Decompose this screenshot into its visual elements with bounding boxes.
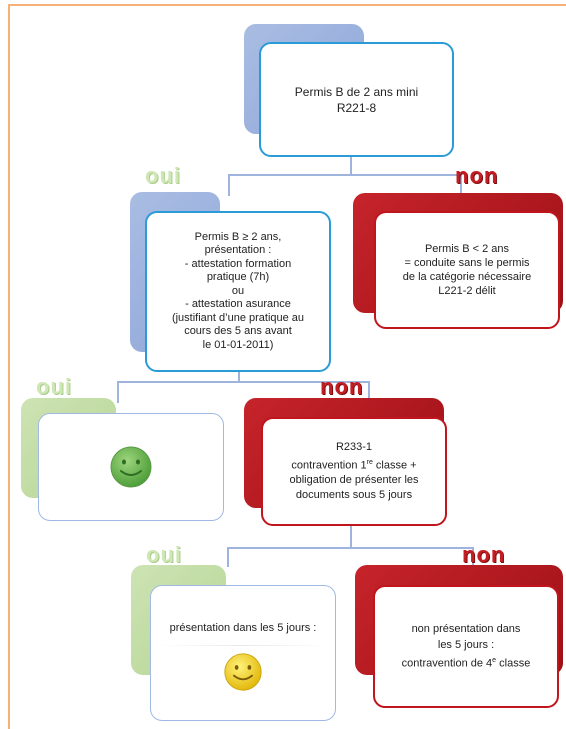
- connector-level1-left-drop: [228, 174, 230, 196]
- connector-level2-left-drop: [117, 381, 119, 403]
- level1-oui-line2: présentation :: [204, 244, 272, 257]
- level1-oui-line3: - attestation formation: [184, 257, 292, 270]
- level1-oui-line1: Permis B ≥ 2 ans,: [194, 230, 282, 243]
- level1-oui-line6: - attestation asurance: [185, 298, 291, 311]
- level3-oui-text: présentation dans les 5 jours :: [169, 621, 317, 634]
- label-oui-level2: oui: [36, 374, 72, 399]
- label-non-level1: non: [455, 163, 499, 188]
- connector-level2-right-drop: [368, 381, 370, 403]
- connector-level1-stem: [238, 372, 240, 382]
- level3-non-line3-sup: e: [492, 657, 497, 665]
- root-node-line1: Permis B de 2 ans mini: [294, 84, 419, 99]
- connector-level1-horizontal: [228, 174, 462, 176]
- level3-oui-divider: [157, 644, 329, 646]
- level1-non-line1: Permis B < 2 ans: [424, 243, 510, 255]
- level1-oui-line7: (justifiant d’une pratique au: [171, 311, 305, 324]
- level1-oui-line8: cours des 5 ans avant: [184, 325, 292, 338]
- level2-non-line4: documents sous 5 jours: [295, 489, 413, 502]
- level3-oui-node: présentation dans les 5 jours :: [150, 585, 336, 721]
- connector-level1-right-drop: [460, 174, 462, 196]
- connector-level3-right-drop: [472, 547, 474, 567]
- connector-root-stem: [350, 157, 352, 175]
- level1-non-node: Permis B < 2 ans = conduite sans le perm…: [374, 211, 560, 329]
- label-oui-level3: oui: [146, 542, 182, 567]
- frame-left-border: [8, 4, 10, 729]
- label-non-level2: non: [320, 374, 364, 399]
- level1-oui-node: Permis B ≥ 2 ans, présentation : - attes…: [145, 211, 331, 372]
- level1-non-line3: de la catégorie nécessaire: [402, 271, 532, 283]
- level3-non-line3: contravention de 4e classe: [402, 653, 531, 672]
- level3-non-node: non présentation dans les 5 jours : cont…: [373, 585, 559, 708]
- level2-non-line2-text: contravention 1: [291, 459, 367, 472]
- level1-non-line4: L221-2 délit: [438, 285, 496, 297]
- frame-top-border: [8, 4, 566, 6]
- label-oui-level1: oui: [145, 163, 181, 188]
- level3-non-line3-suffix: classe: [496, 657, 531, 670]
- level1-non-line2: = conduite sans le permis: [404, 257, 530, 269]
- smiley-face-icon: [110, 446, 152, 488]
- level2-oui-node: [38, 413, 224, 521]
- label-non-level3: non: [462, 542, 506, 567]
- connector-level3-horizontal: [227, 547, 474, 549]
- connector-level2-horizontal: [117, 381, 370, 383]
- level2-non-line2-suffix: classe +: [372, 459, 417, 472]
- smiley-face-icon: [224, 652, 262, 691]
- level3-non-line2: les 5 jours :: [437, 639, 495, 652]
- level2-non-node: R233-1 contravention 1re classe + obliga…: [261, 417, 447, 526]
- level2-non-line3: obligation de présenter les: [289, 474, 419, 487]
- level1-oui-line9: le 01-01-2011): [202, 338, 274, 351]
- level3-non-line1: non présentation dans: [411, 623, 521, 636]
- level1-oui-line4: pratique (7h): [206, 271, 270, 284]
- level2-non-line2: contravention 1re classe +: [291, 455, 416, 474]
- level2-non-line1: R233-1: [335, 440, 373, 453]
- root-node-line2: R221-8: [336, 100, 377, 115]
- level1-oui-line5: ou: [231, 284, 245, 297]
- root-node: Permis B de 2 ans mini R221-8: [259, 42, 454, 157]
- level2-non-line2-sup: re: [366, 458, 373, 466]
- connector-level2-stem: [350, 526, 352, 548]
- level3-non-line3-text: contravention de 4: [401, 657, 493, 670]
- connector-level3-left-drop: [227, 547, 229, 567]
